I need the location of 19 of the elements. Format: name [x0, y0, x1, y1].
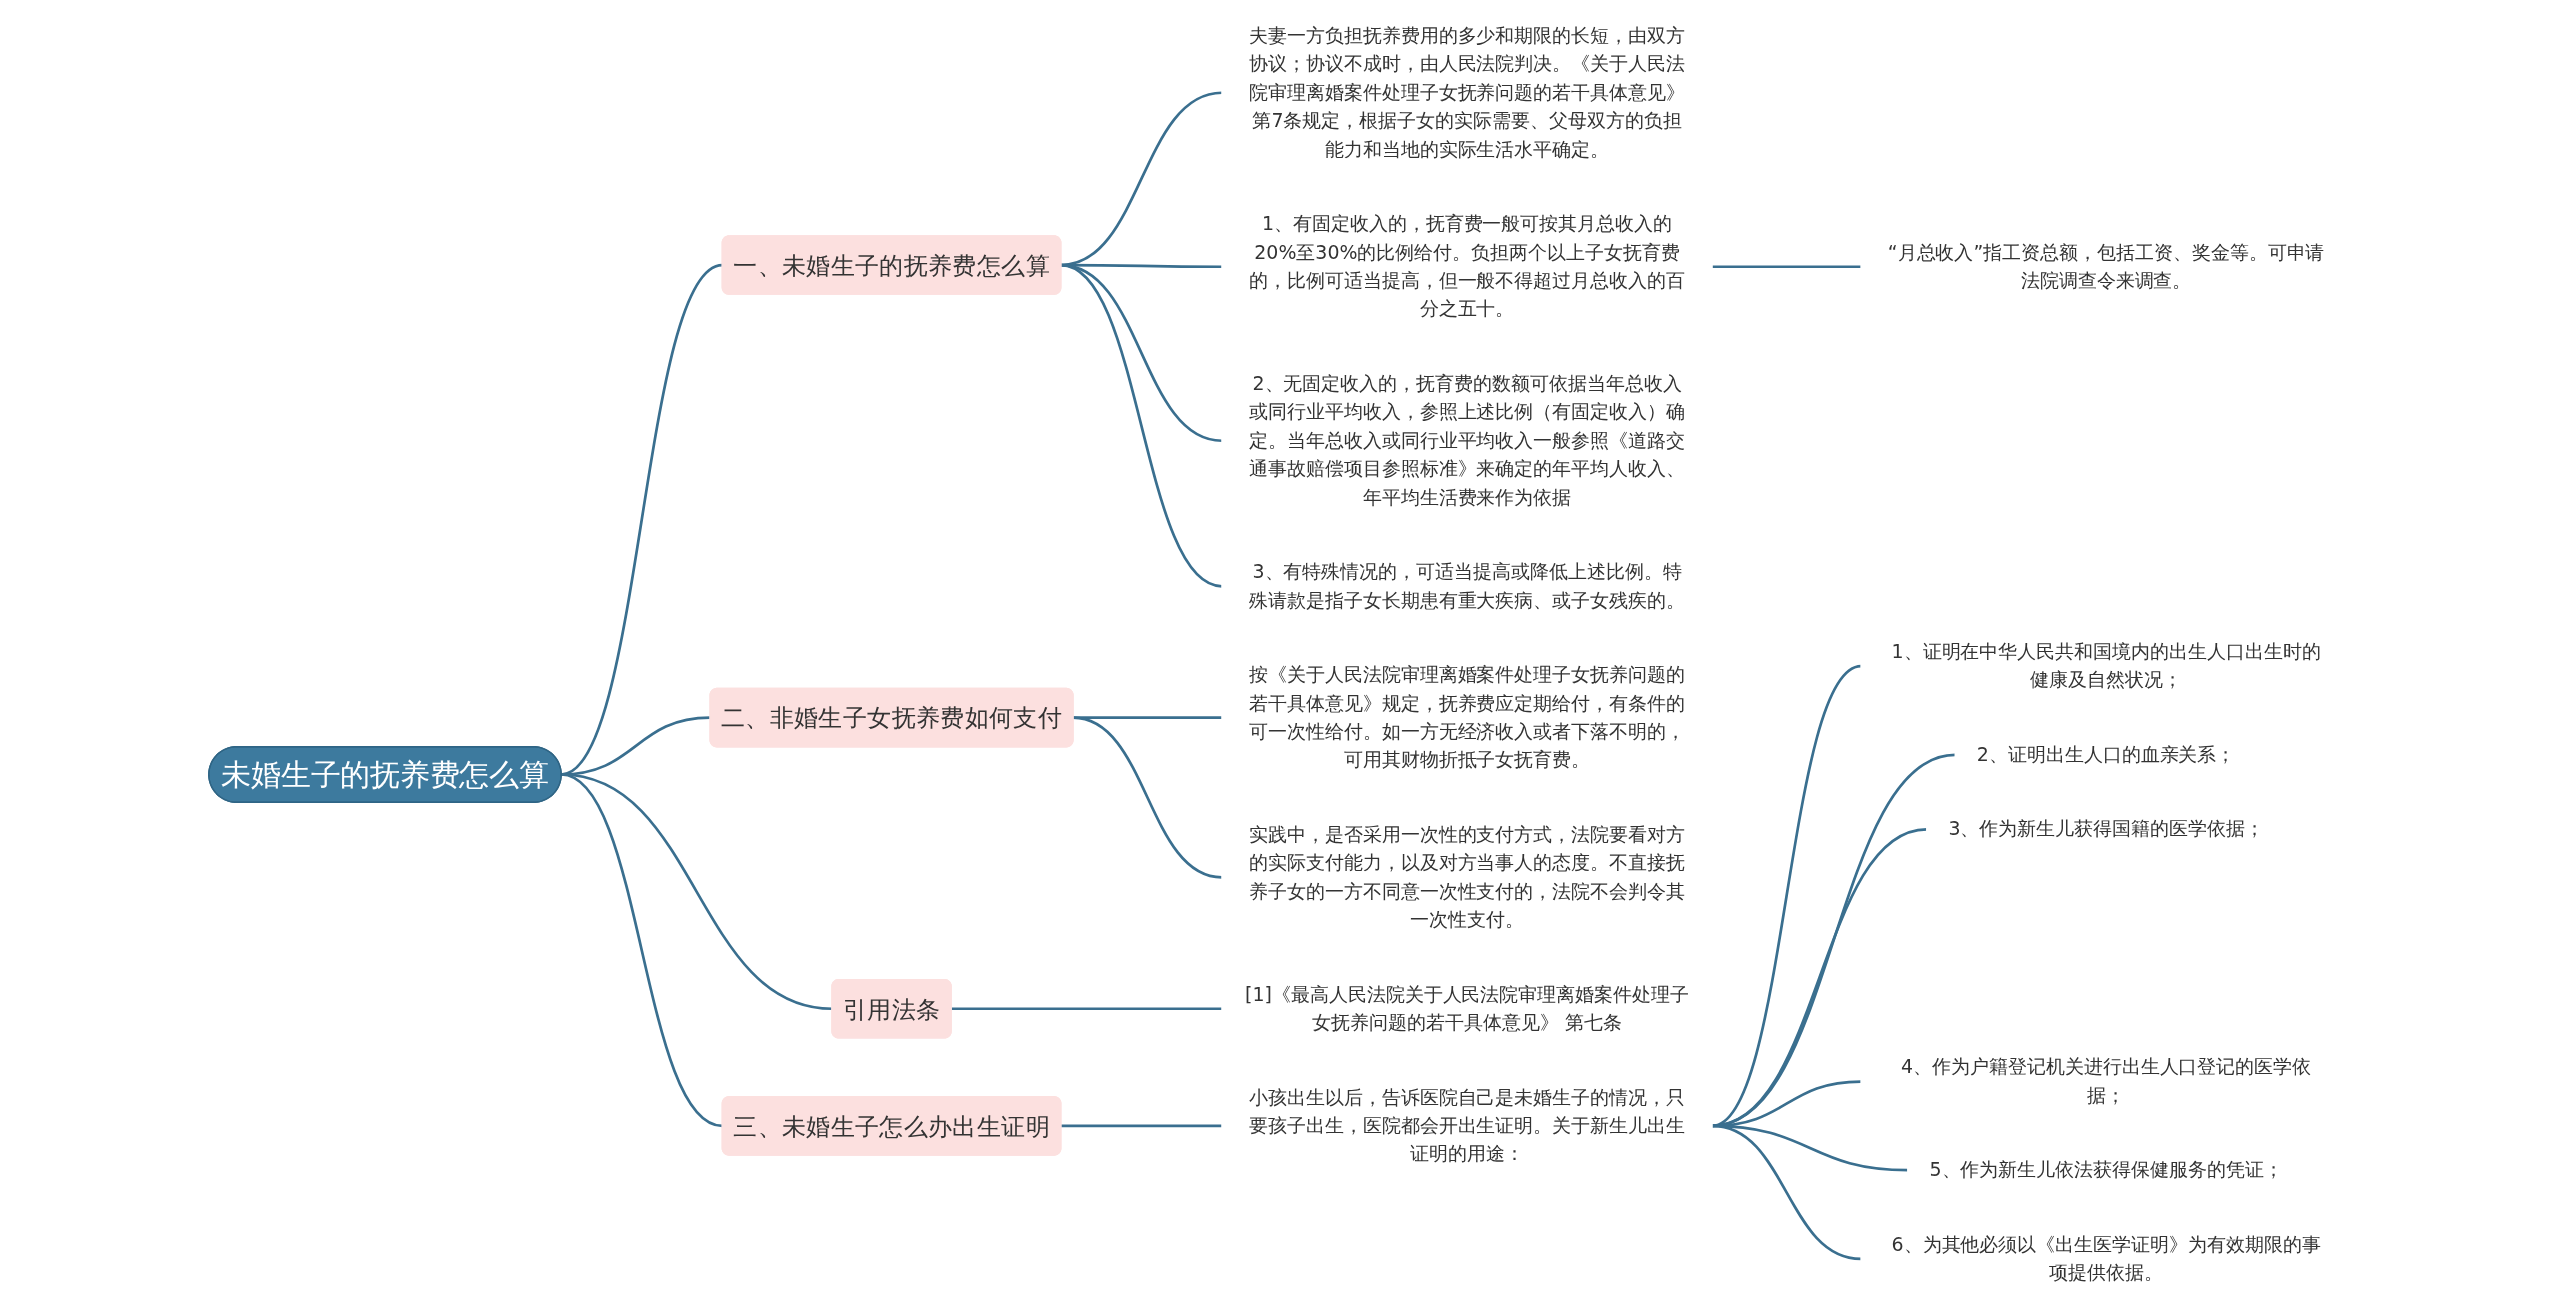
node-text: 2、无固定收入的，抚育费的数额可依据当年总收入或同行业平均收入，参照上述比例（有固定收入）确定。当年总收入或同行业平均收入一般参照《道路交通事故赔偿项目参照标准》来确定的年平均人收入、年平均生活费来作为依据 [1249, 372, 1686, 508]
node-text: 3、有特殊情况的，可适当提高或降低上述比例。特殊请款是指子女长期患有重大疾病、或子女残疾的。 [1249, 560, 1686, 611]
node-text: “月总收入”指工资总额，包括工资、奖金等。可申请法院调查令来调查。 [1887, 241, 2325, 292]
node-text: 夫妻一方负担抚养费用的多少和期限的长短，由双方协议；协议不成时，由人民法院判决。《关于人民法院审理离婚案件处理子女抚养问题的若干具体意见》第7条规定，根据子女的实际需要、父母双方的负担能力和当地的实际生活水平确定。 [1249, 24, 1686, 160]
connector [1712, 265, 1862, 269]
node-text: 5、作为新生儿依法获得保健服务的凭证； [1929, 1158, 2283, 1181]
node-text: [1]《最高人民法院关于人民法院审理离婚案件处理子女抚养问题的若干具体意见》 第七条 [1245, 983, 1689, 1034]
node-text: 1、证明在中华人民共和国境内的出生人口出生时的健康及自然状况； [1891, 640, 2321, 691]
connector [1712, 1080, 1862, 1128]
node-text: 4、作为户籍登记机关进行出生人口登记的医学依据； [1901, 1055, 2312, 1106]
node-text: 小孩出生以后，告诉医院自己是未婚生子的情况，只要孩子出生，医院都会开出生证明。关于新生儿出生证明的用途： [1249, 1085, 1686, 1165]
node-text: 按《关于人民法院审理离婚案件处理子女抚养问题的若干具体意见》规定，抚养费应定期给付，有条件的可一次性给付。如一方无经济收入或者下落不明的，可用其财物折抵子女抚育费。 [1249, 663, 1686, 771]
node-text: 实践中，是否采用一次性的支付方式，法院要看对方的实际支付能力，以及对方当事人的态度。不直接抚养子女的一方不同意一次性支付的，法院不会判令其一次性支付。 [1249, 823, 1686, 931]
connector [951, 1007, 1222, 1011]
node-text: 2、证明出生人口的血亲关系； [1976, 743, 2236, 766]
node-text: 3、作为新生儿获得国籍的医学依据； [1948, 817, 2264, 840]
connector [1060, 1124, 1222, 1128]
node-text: 1、有固定收入的，抚育费一般可按其月总收入的20%至30%的比例给付。负担两个以上子女抚育费的，比例可适当提高，但一般不得超过月总收入的百分之五十。 [1249, 212, 1686, 320]
node-text: 6、为其他必须以《出生医学证明》为有效期限的事项提供依据。 [1891, 1233, 2321, 1284]
